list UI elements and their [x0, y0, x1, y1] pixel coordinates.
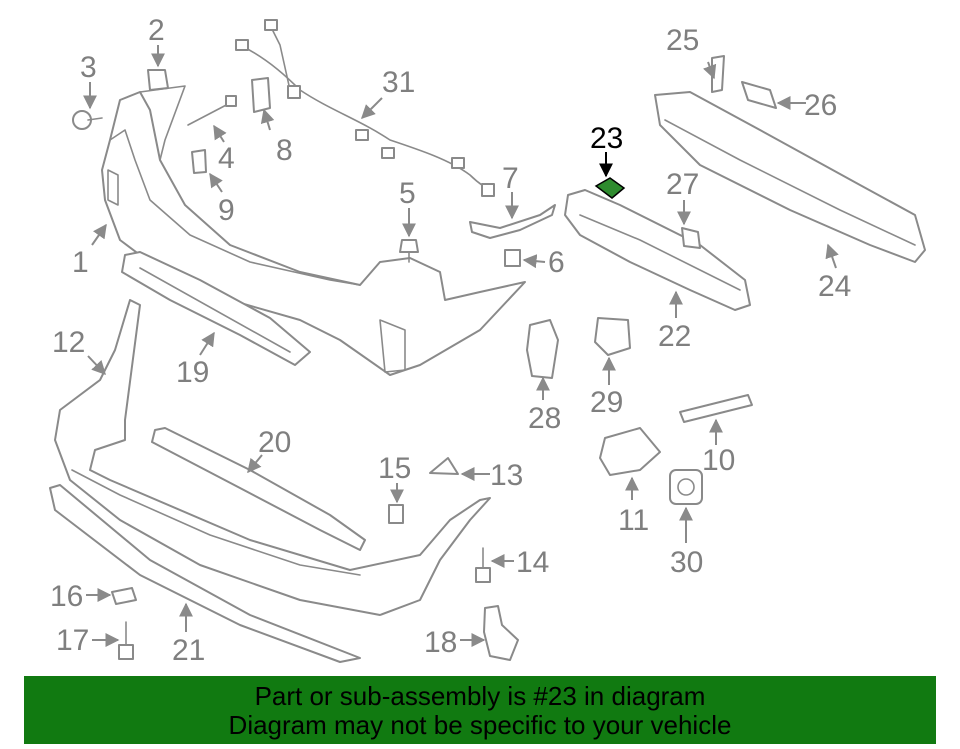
callout-6: 6: [548, 246, 565, 279]
callout-20: 20: [258, 426, 291, 459]
part-26-bracket: [741, 81, 777, 109]
callout-23: 23: [590, 122, 623, 155]
callout-19: 19: [176, 356, 209, 389]
callout-29: 29: [590, 386, 623, 419]
callout-30: 30: [670, 546, 703, 579]
callout-27: 27: [666, 168, 699, 201]
info-banner: Part or sub-assembly is #23 in diagram D…: [24, 676, 936, 744]
callout-5: 5: [399, 177, 416, 210]
part-21-skid: [49, 484, 361, 663]
part-3-screw: [72, 110, 103, 130]
callout-16: 16: [50, 580, 83, 613]
callout-2: 2: [148, 14, 165, 47]
part-2-clip: [147, 69, 169, 91]
part-27-bracket: [681, 227, 701, 249]
part-15-clip: [388, 504, 404, 524]
banner-line-2: Diagram may not be specific to your vehi…: [228, 710, 732, 740]
part-13-clip: [429, 457, 459, 475]
callout-1: 1: [72, 246, 89, 279]
part-12-lower-frame: [54, 299, 491, 616]
part-29-bracket: [594, 317, 631, 356]
part-6-clip: [504, 249, 521, 267]
leader-lines: [83, 45, 839, 647]
part-20-absorber: [151, 427, 366, 551]
callout-11: 11: [618, 504, 649, 537]
part-7-bracket: [469, 204, 556, 239]
callout-14: 14: [516, 546, 549, 579]
callout-labels: 1 2 3 4 5 6 7 8 9 10 11 12 13 14 15 16 1…: [50, 14, 851, 667]
part-10-strip: [679, 394, 753, 423]
callout-21: 21: [172, 634, 205, 667]
part-24-beam: [654, 91, 926, 263]
callout-10: 10: [702, 444, 735, 477]
part-31-wiring-harness: [235, 19, 495, 197]
callout-8: 8: [276, 134, 293, 167]
callout-3: 3: [80, 51, 97, 84]
callout-12: 12: [52, 326, 85, 359]
part-4-pin: [187, 95, 237, 126]
part-25-strip: [711, 55, 725, 93]
part-8-bracket: [251, 77, 271, 113]
part-16-clip: [111, 587, 137, 605]
callout-18: 18: [424, 626, 457, 659]
part-22-energy-absorber: [564, 189, 751, 311]
callout-28: 28: [528, 402, 561, 435]
callout-15: 15: [378, 452, 411, 485]
callout-26: 26: [804, 89, 837, 122]
part-28-bracket: [526, 319, 559, 379]
callout-9: 9: [218, 194, 235, 227]
callout-4: 4: [218, 142, 235, 175]
callout-13: 13: [490, 459, 523, 492]
callout-31: 31: [382, 66, 415, 99]
callout-17: 17: [56, 624, 89, 657]
part-5-bolt: [399, 239, 419, 263]
part-23-highlighted: [594, 177, 626, 199]
part-1-bumper-cover: [101, 85, 526, 376]
part-18-cover: [483, 605, 519, 661]
part-19-step-plate: [121, 251, 311, 366]
part-14-bolt: [475, 547, 491, 583]
part-9-clip: [191, 149, 207, 174]
part-11-bracket: [599, 427, 661, 476]
banner-line-1: Part or sub-assembly is #23 in diagram: [254, 681, 706, 711]
callout-24: 24: [818, 270, 851, 303]
callout-7: 7: [502, 162, 519, 195]
callout-22: 22: [658, 320, 691, 353]
part-17-bolt: [118, 621, 134, 660]
part-30-sensor: [669, 469, 703, 505]
callout-25: 25: [666, 24, 699, 57]
